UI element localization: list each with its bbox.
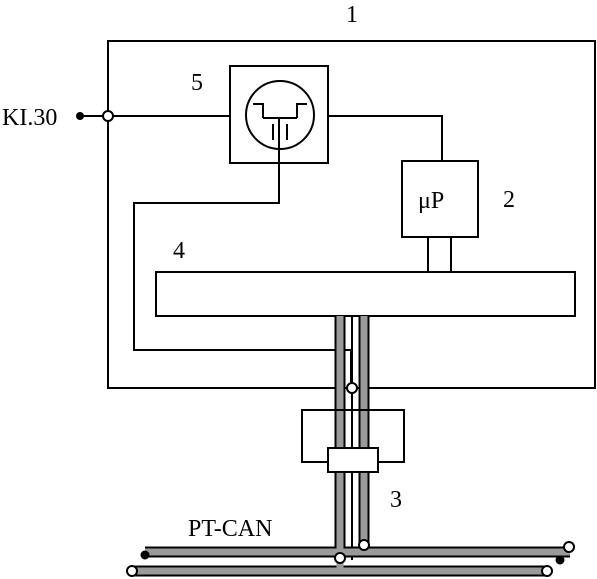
label-transceiver-number: 5 — [191, 70, 203, 96]
can-upper-left-dot — [140, 550, 150, 560]
connector-body — [327, 447, 379, 473]
label-control-unit-number: 1 — [346, 2, 358, 28]
housing-exit-node — [346, 382, 358, 394]
contact-right-icon — [296, 103, 307, 118]
can-lower-right-node — [541, 565, 553, 577]
can-upper-right-node — [563, 541, 575, 553]
contact-left-icon — [253, 103, 264, 118]
power-entry-node — [102, 110, 114, 122]
transceiver-to-mcu-wire — [328, 115, 443, 161]
can-lower-left-node — [126, 565, 138, 577]
internal-bus-bar — [155, 271, 576, 317]
label-microprocessor-number: 2 — [503, 187, 515, 213]
label-connector-number: 3 — [390, 487, 402, 513]
power-terminal-dot — [76, 112, 84, 120]
can-junction-right — [358, 539, 370, 551]
label-bus-number: 4 — [173, 238, 185, 264]
can-junction-left — [334, 552, 346, 564]
connector-bracket — [301, 409, 405, 463]
can-upper-right-dot — [555, 555, 565, 565]
microprocessor-box — [401, 160, 479, 238]
microprocessor-label: μP — [418, 188, 444, 214]
label-power-terminal: KI.30 — [2, 105, 57, 131]
label-bus-name: PT-CAN — [188, 516, 272, 542]
